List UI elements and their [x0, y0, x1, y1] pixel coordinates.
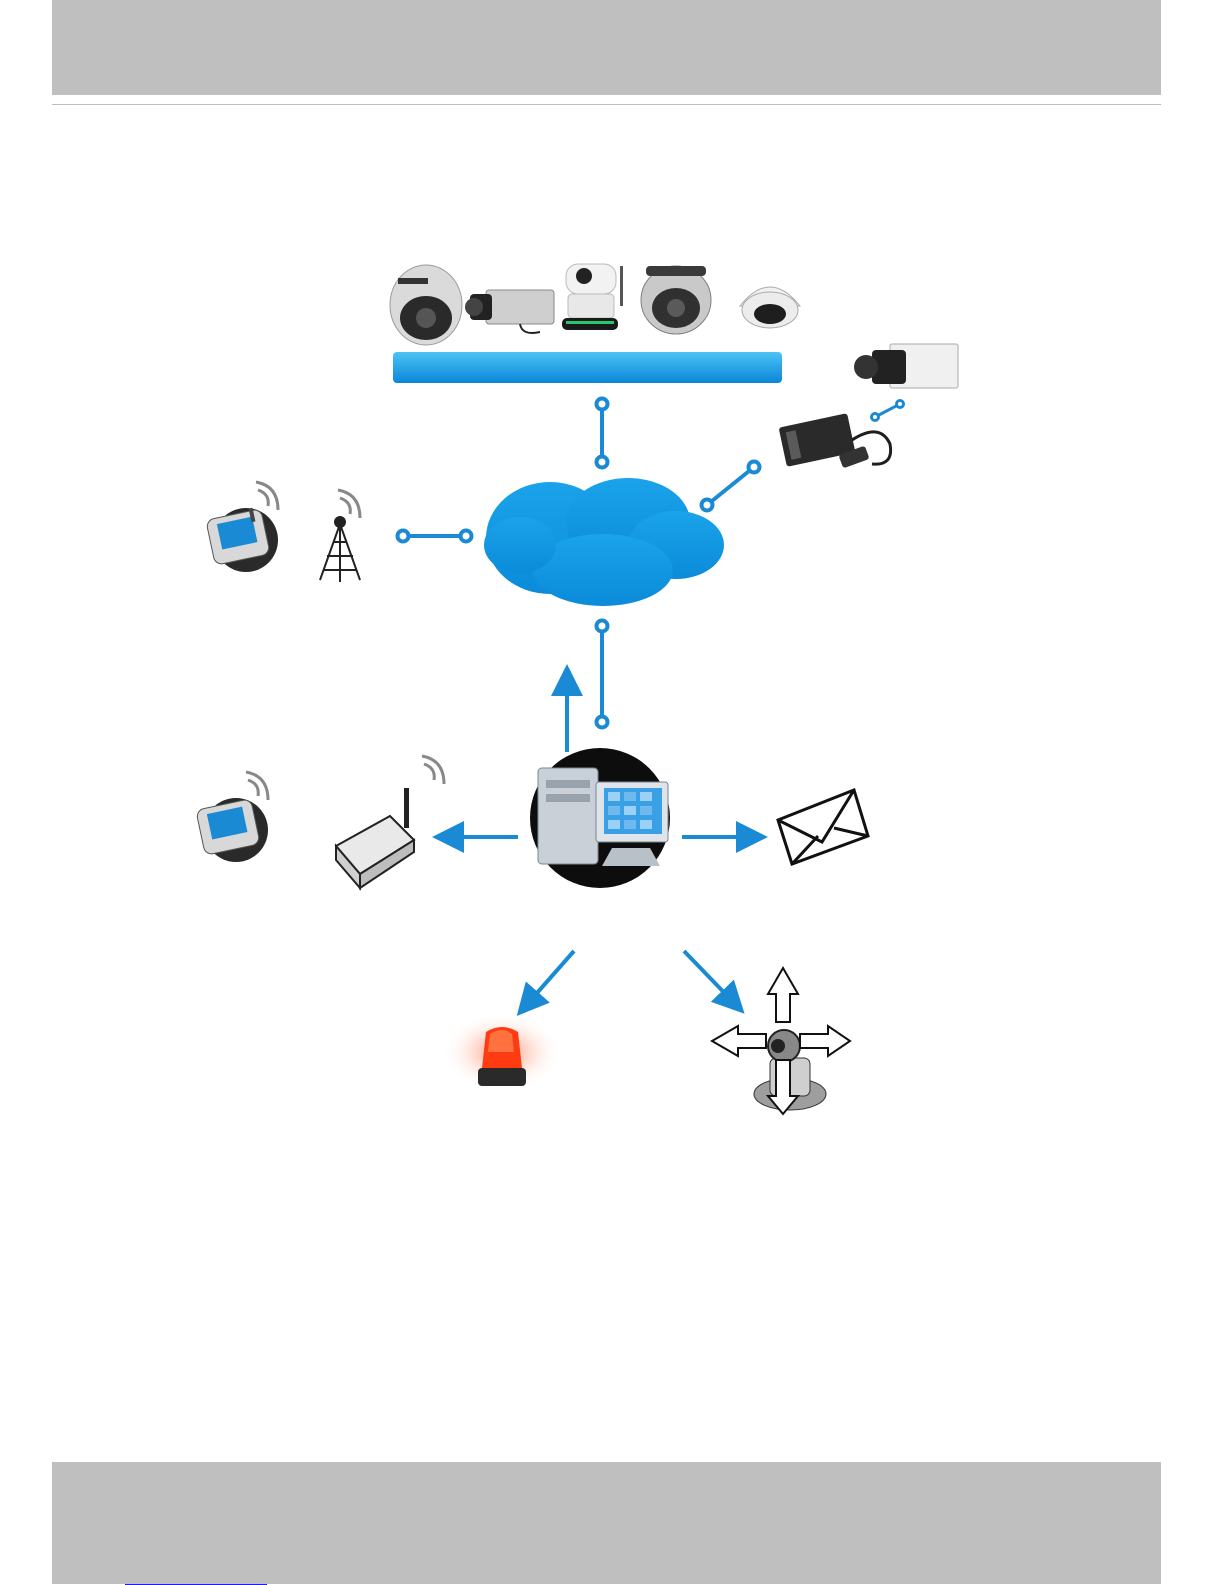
vandal-dome-camera-icon — [641, 266, 711, 334]
pda-device-bottom-icon — [196, 798, 268, 862]
connector-cloud-server — [597, 621, 608, 728]
arrow-server-to-ptz — [684, 951, 739, 1008]
network-cameras-icon — [390, 264, 800, 345]
page-footer-band — [52, 1462, 1161, 1584]
pda-device-top-icon — [206, 508, 278, 572]
box-camera-right-icon — [854, 344, 958, 388]
arrow-server-to-alarm — [522, 951, 574, 1010]
mini-dome-camera-icon — [740, 287, 800, 328]
connector-camera-encoder — [872, 401, 904, 421]
wireless-signal-bottom-icon — [246, 772, 268, 800]
wireless-signal-tower-icon — [338, 490, 360, 518]
wireless-signal-modem-icon — [422, 756, 444, 784]
box-camera-icon — [465, 290, 554, 333]
wireless-modem-icon — [336, 788, 414, 888]
vms-server-icon — [530, 748, 670, 888]
connector-bar-cloud — [597, 399, 608, 468]
ptz-white-camera-icon — [562, 264, 623, 330]
internet-cloud-icon — [484, 478, 724, 606]
dome-camera-icon — [390, 265, 462, 345]
wireless-signal-icon — [256, 482, 278, 510]
cell-tower-icon — [320, 517, 360, 582]
siren-light-icon — [442, 1012, 562, 1092]
camera-connection-bar — [393, 352, 782, 383]
connector-tower-cloud — [398, 531, 472, 542]
connector-cloud-encoder — [702, 462, 760, 511]
envelope-icon — [778, 790, 868, 864]
